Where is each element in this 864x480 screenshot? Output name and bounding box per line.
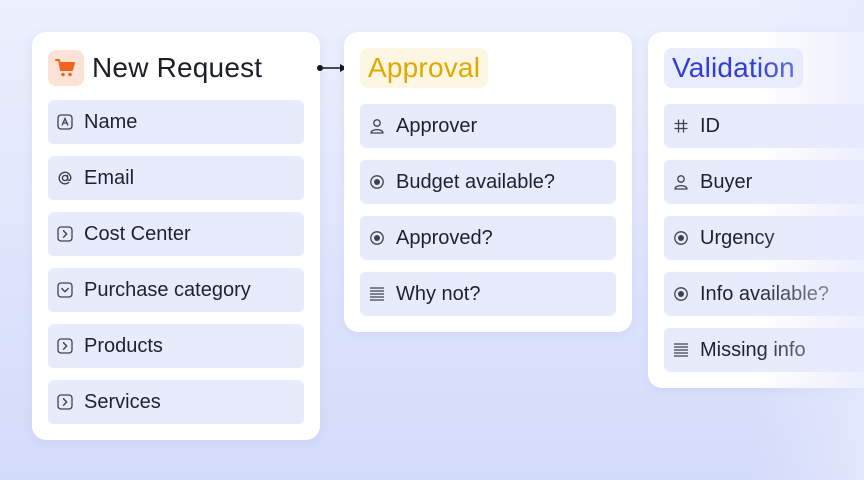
field-label: Purchase category xyxy=(84,278,251,301)
field-label: Approved? xyxy=(396,226,493,249)
field-id[interactable]: ID xyxy=(664,104,864,148)
field-label: Missing info xyxy=(700,338,806,361)
user-icon xyxy=(368,117,386,135)
text-field-icon xyxy=(56,113,74,131)
field-label: Cost Center xyxy=(84,222,191,245)
field-services[interactable]: Services xyxy=(48,380,304,424)
long-text-icon xyxy=(672,341,690,359)
field-cost-center[interactable]: Cost Center xyxy=(48,212,304,256)
field-label: Email xyxy=(84,166,135,189)
long-text-icon xyxy=(368,285,386,303)
approval-card: Approval Approver Budget available? Appr… xyxy=(344,32,632,332)
new-request-title: New Request xyxy=(92,52,263,83)
field-purchase-category[interactable]: Purchase category xyxy=(48,268,304,312)
chevron-right-box-icon xyxy=(56,337,74,355)
field-why-not[interactable]: Why not? xyxy=(360,272,616,316)
field-label: Budget available? xyxy=(396,170,556,193)
field-products[interactable]: Products xyxy=(48,324,304,368)
validation-card: Validation ID Buyer Urgency Info availab… xyxy=(648,32,864,388)
radio-icon xyxy=(368,229,386,247)
new-request-header: New Request xyxy=(48,48,304,88)
new-request-card: New Request Name Email Cost Center Purch… xyxy=(32,32,320,440)
field-name[interactable]: Name xyxy=(48,100,304,144)
approval-title: Approval xyxy=(360,48,489,88)
field-buyer[interactable]: Buyer xyxy=(664,160,864,204)
radio-icon xyxy=(368,173,386,191)
field-label: Products xyxy=(84,334,163,357)
field-label: Approver xyxy=(396,114,478,137)
field-urgency[interactable]: Urgency xyxy=(664,216,864,260)
user-icon xyxy=(672,173,690,191)
field-approved[interactable]: Approved? xyxy=(360,216,616,260)
field-approver[interactable]: Approver xyxy=(360,104,616,148)
chevron-right-box-icon xyxy=(56,225,74,243)
hash-icon xyxy=(672,117,690,135)
field-label: Why not? xyxy=(396,282,481,305)
shopping-cart-icon xyxy=(48,50,84,86)
validation-header: Validation xyxy=(664,48,864,88)
radio-icon xyxy=(672,285,690,303)
field-budget-available[interactable]: Budget available? xyxy=(360,160,616,204)
chevron-right-box-icon xyxy=(56,393,74,411)
field-missing-info[interactable]: Missing info xyxy=(664,328,864,372)
field-label: Buyer xyxy=(700,170,753,193)
field-label: Services xyxy=(84,390,161,413)
at-sign-icon xyxy=(56,169,74,187)
radio-icon xyxy=(672,229,690,247)
field-label: Urgency xyxy=(700,226,775,249)
connector-arrow xyxy=(317,64,347,72)
field-label: ID xyxy=(700,114,720,137)
field-email[interactable]: Email xyxy=(48,156,304,200)
chevron-down-box-icon xyxy=(56,281,74,299)
validation-title: Validation xyxy=(664,48,803,88)
field-label: Info available? xyxy=(700,282,829,305)
field-info-available[interactable]: Info available? xyxy=(664,272,864,316)
approval-header: Approval xyxy=(360,48,616,88)
field-label: Name xyxy=(84,110,138,133)
